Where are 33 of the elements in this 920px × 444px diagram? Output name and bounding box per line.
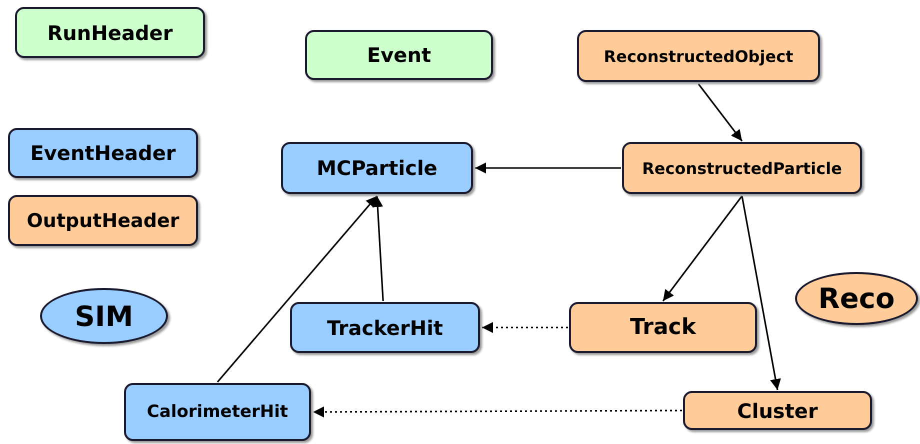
- node-label: Event: [366, 43, 432, 67]
- class-box: [8, 128, 198, 178]
- dotted-arrow: [482, 322, 568, 333]
- arrow: [216, 195, 378, 383]
- class-box: [569, 302, 757, 353]
- node-label: Cluster: [737, 398, 818, 422]
- dotted-arrow: [313, 406, 682, 418]
- node-label: CalorimeterHit: [146, 402, 288, 422]
- class-box: [305, 30, 493, 80]
- node-label: RunHeader: [47, 20, 173, 44]
- node-label: MCParticle: [316, 156, 438, 180]
- class-box: [290, 302, 480, 353]
- class-box: [124, 383, 311, 441]
- class-box: [8, 195, 198, 246]
- node-label: TrackerHit: [326, 316, 443, 340]
- arrow: [662, 196, 743, 302]
- node-label: SIM: [74, 300, 134, 332]
- class-box: [281, 142, 473, 194]
- class-box: [577, 30, 820, 82]
- arrow: [372, 196, 384, 302]
- node-label: ReconstructedObject: [604, 46, 794, 66]
- class-box: [683, 391, 872, 430]
- arrow: [698, 84, 743, 142]
- class-box: [15, 7, 205, 58]
- ellipse-node: [795, 272, 918, 325]
- node-label: Reco: [818, 282, 895, 315]
- arrow: [741, 196, 781, 390]
- node-label: Track: [630, 315, 696, 340]
- node-label: EventHeader: [30, 141, 176, 165]
- class-box: [622, 142, 862, 194]
- node-label: ReconstructedParticle: [642, 158, 842, 178]
- node-label: OutputHeader: [26, 210, 180, 232]
- arrow: [475, 162, 621, 174]
